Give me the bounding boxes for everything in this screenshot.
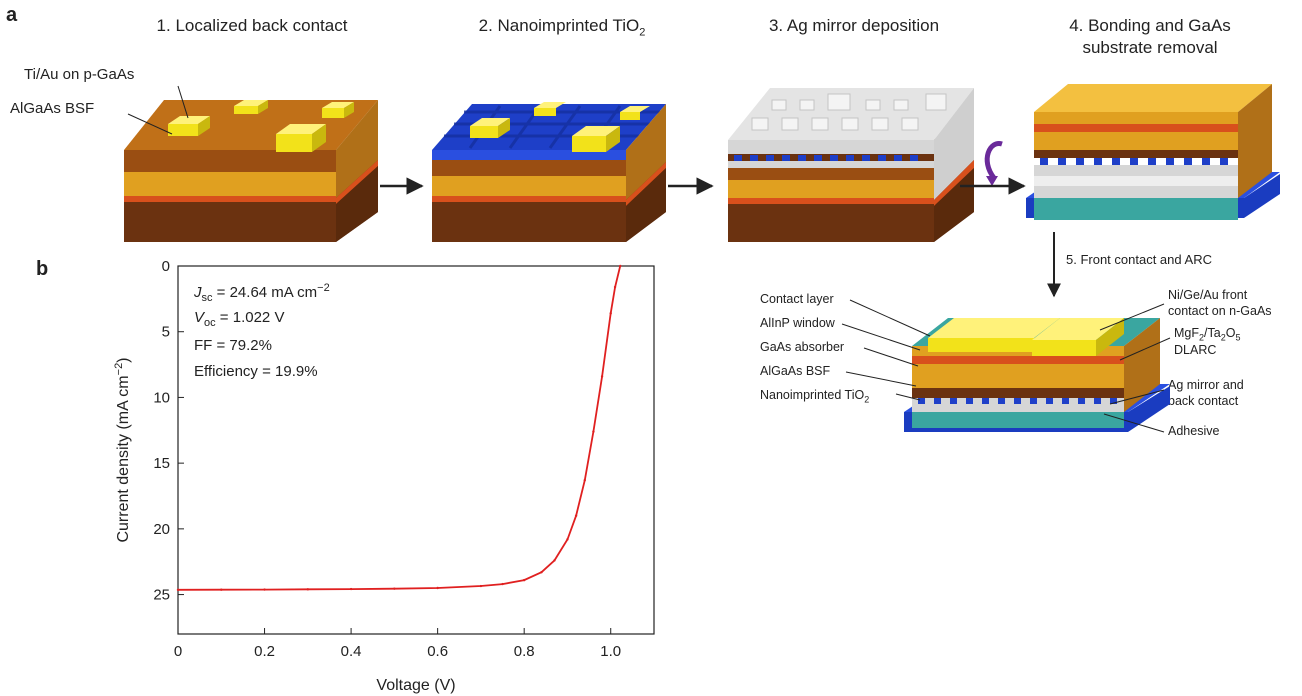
- gold-contact-pad: [470, 118, 510, 138]
- step5-device: [841, 299, 1171, 433]
- step1-title: 1. Localized back contact: [156, 16, 348, 35]
- gold-contact-pad: [620, 106, 650, 120]
- efficiency-annotation: Efficiency = 19.9%: [194, 363, 318, 380]
- label-allnp-window: AlInP window: [760, 316, 835, 330]
- jv-data-point: [263, 588, 266, 591]
- jv-data-point: [600, 375, 604, 378]
- label-tio2: Nanoimprinted TiO2: [760, 388, 870, 405]
- ff-annotation: FF = 79.2%: [194, 337, 272, 354]
- x-tick-label: 0.2: [254, 643, 275, 660]
- y-tick-label: 5: [162, 324, 170, 341]
- jv-data-point: [349, 587, 353, 591]
- x-tick-label: 0: [174, 643, 182, 660]
- plot-frame: [177, 265, 655, 635]
- x-tick-label: 0.6: [427, 643, 448, 660]
- label-front-contact-1: Ni/Ge/Au front: [1168, 288, 1248, 302]
- step5-title: 5. Front contact and ARC: [1066, 252, 1212, 267]
- gold-contact-pad: [572, 126, 620, 152]
- x-axis-label: Voltage (V): [376, 677, 455, 694]
- front-contact-finger: [928, 318, 1060, 352]
- label-arc-1: MgF2/Ta2O5: [1174, 326, 1241, 343]
- y-tick-label: 15: [153, 455, 170, 472]
- jsc-annotation: Jsc = 24.64 mA cm−2: [194, 282, 330, 304]
- y-tick-label: 0: [162, 258, 170, 275]
- y-tick-label: 20: [153, 521, 170, 538]
- flip-arrow-icon: [984, 141, 1003, 180]
- label-adhesive: Adhesive: [1168, 424, 1220, 438]
- x-tick-label: 0.4: [341, 643, 362, 660]
- voc-annotation: Voc = 1.022 V: [194, 309, 285, 329]
- x-tick-label: 1.0: [600, 643, 621, 660]
- label-contact-layer: Contact layer: [760, 292, 834, 306]
- jv-data-point: [176, 588, 180, 592]
- label-gaas-absorber: GaAs absorber: [760, 340, 845, 354]
- jv-data-point: [566, 538, 569, 541]
- label-mirror-2: back contact: [1168, 394, 1239, 408]
- front-contact-finger: [1032, 318, 1124, 356]
- label-mirror-1: Ag mirror and: [1168, 378, 1244, 392]
- jv-data-point: [501, 582, 504, 586]
- y-tick-label: 10: [153, 389, 170, 406]
- step2-device: [432, 102, 666, 242]
- jv-data-point: [553, 559, 556, 562]
- y-tick-label: 25: [153, 587, 170, 604]
- step4-title-line1: 4. Bonding and GaAs: [1069, 16, 1231, 35]
- jv-curve: [177, 265, 622, 591]
- tiau-label: Ti/Au on p-GaAs: [24, 66, 135, 83]
- bsf-label: AlGaAs BSF: [10, 100, 95, 117]
- jv-data-point: [574, 514, 578, 517]
- panel-a-letter: a: [6, 4, 18, 26]
- gold-contact-pad: [276, 124, 326, 152]
- step3-title: 3. Ag mirror deposition: [768, 16, 940, 35]
- gold-contact-pad: [234, 100, 268, 114]
- jv-data-point: [583, 479, 586, 482]
- jv-data-point: [613, 285, 617, 289]
- label-algaas-bsf: AlGaAs BSF: [760, 364, 831, 378]
- jv-data-point: [306, 588, 310, 591]
- panel-b-letter: b: [36, 258, 49, 280]
- jv-data-point: [540, 571, 543, 574]
- jv-data-point: [393, 587, 396, 590]
- y-axis-label: Current density (mA cm−2): [113, 357, 132, 542]
- jv-data-point: [436, 586, 439, 590]
- gold-contact-pad: [534, 102, 566, 116]
- gold-contact-pad: [168, 116, 210, 136]
- label-front-contact-2: contact on n-GaAs: [1168, 304, 1272, 318]
- step2-title: 2. Nanoimprinted TiO2: [478, 16, 646, 39]
- step4-device: [1026, 84, 1280, 220]
- jv-data-point: [522, 578, 526, 582]
- jv-data-point: [479, 584, 483, 588]
- step3-device: [728, 88, 974, 242]
- step1-device: [124, 85, 378, 242]
- x-tick-label: 0.8: [514, 643, 535, 660]
- step4-title-line2: substrate removal: [1082, 38, 1218, 57]
- label-arc-2: DLARC: [1174, 343, 1217, 357]
- jv-data-point: [592, 430, 595, 433]
- jv-data-point: [609, 312, 612, 315]
- jv-data-point: [220, 588, 223, 591]
- gold-contact-pad: [322, 102, 354, 118]
- jv-data-point: [619, 264, 622, 268]
